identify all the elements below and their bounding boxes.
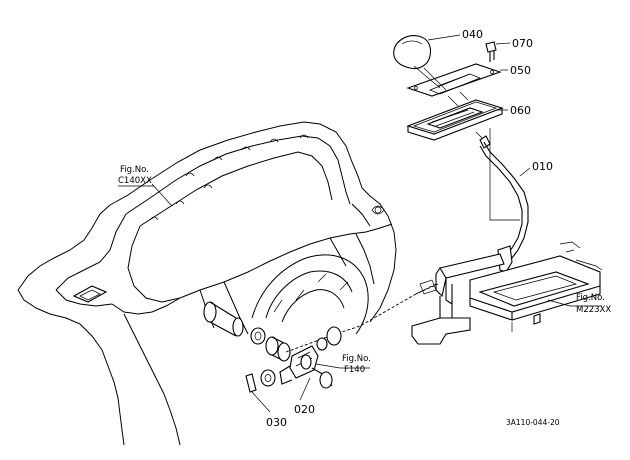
fig-ref-f140-line2: F140 <box>344 365 365 375</box>
fig-ref-c140-line2: C140XX <box>118 176 152 186</box>
drawing-code: 3A110-044-20 <box>506 418 560 427</box>
fig-ref-f140-line1: Fig.No. <box>342 354 371 364</box>
shift-lever <box>411 131 603 345</box>
part-label-070: 070 <box>512 37 533 50</box>
part-label-020: 020 <box>294 403 315 416</box>
part-label-060: 060 <box>510 104 531 117</box>
fig-ref-c140-line1: Fig.No. <box>120 165 149 175</box>
part-labels: 040 070 050 060 010 020 030 <box>266 28 553 429</box>
fig-ref-m223-line2: M223XX <box>576 305 611 315</box>
part-label-010: 010 <box>532 160 553 173</box>
shift-rod-assembly <box>203 283 439 393</box>
part-label-030: 030 <box>266 416 287 429</box>
knob-and-guide-plates <box>393 35 520 221</box>
part-label-040: 040 <box>462 28 483 41</box>
transmission-housing <box>17 121 397 446</box>
leader-lines <box>118 34 602 413</box>
fig-ref-m223-line1: Fig.No. <box>576 293 605 303</box>
figure-references: Fig.No. C140XX Fig.No. F140 Fig.No. M223… <box>118 165 611 375</box>
part-label-050: 050 <box>510 64 531 77</box>
